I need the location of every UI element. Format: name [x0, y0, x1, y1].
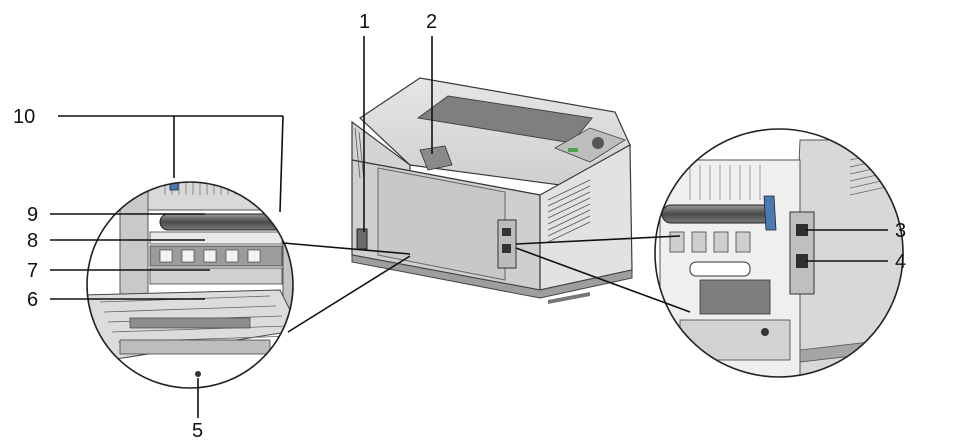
- magnifier-circle-right: [654, 128, 904, 378]
- callout-10: 10: [13, 106, 35, 128]
- control-dial-icon: [592, 137, 604, 149]
- callout-7: 7: [27, 260, 38, 282]
- magnifier-circle-left: [86, 181, 294, 389]
- roller-icon: [159, 213, 283, 231]
- magnifier-connector-lines: [282, 235, 691, 333]
- power-connector-icon: [356, 228, 368, 250]
- side-vent-icon: [547, 179, 591, 243]
- lever-blue-icon: [763, 195, 777, 231]
- callout-3: 3: [895, 220, 906, 242]
- ethernet-port-icon: [502, 244, 511, 253]
- callout-5: 5: [192, 420, 203, 442]
- usb-port-icon: [502, 228, 511, 236]
- usb-port-icon: [796, 224, 808, 236]
- printer-rear-view: [351, 77, 633, 304]
- magnified-rear-cover-open: [86, 181, 294, 389]
- callout-9: 9: [27, 204, 38, 226]
- magnified-connector-panel: [654, 128, 904, 378]
- callout-1: 1: [359, 11, 370, 33]
- callout-labels: 1 2 3 4 5 6 7 8 9 10: [13, 11, 906, 442]
- status-led-icon: [568, 148, 578, 152]
- callout-8: 8: [27, 230, 38, 252]
- ethernet-port-icon: [796, 254, 808, 268]
- callout-2: 2: [426, 11, 437, 33]
- lever-left-icon: [169, 182, 179, 191]
- leader-lines: [50, 36, 888, 418]
- callout-6: 6: [27, 289, 38, 311]
- callout-4: 4: [895, 251, 906, 273]
